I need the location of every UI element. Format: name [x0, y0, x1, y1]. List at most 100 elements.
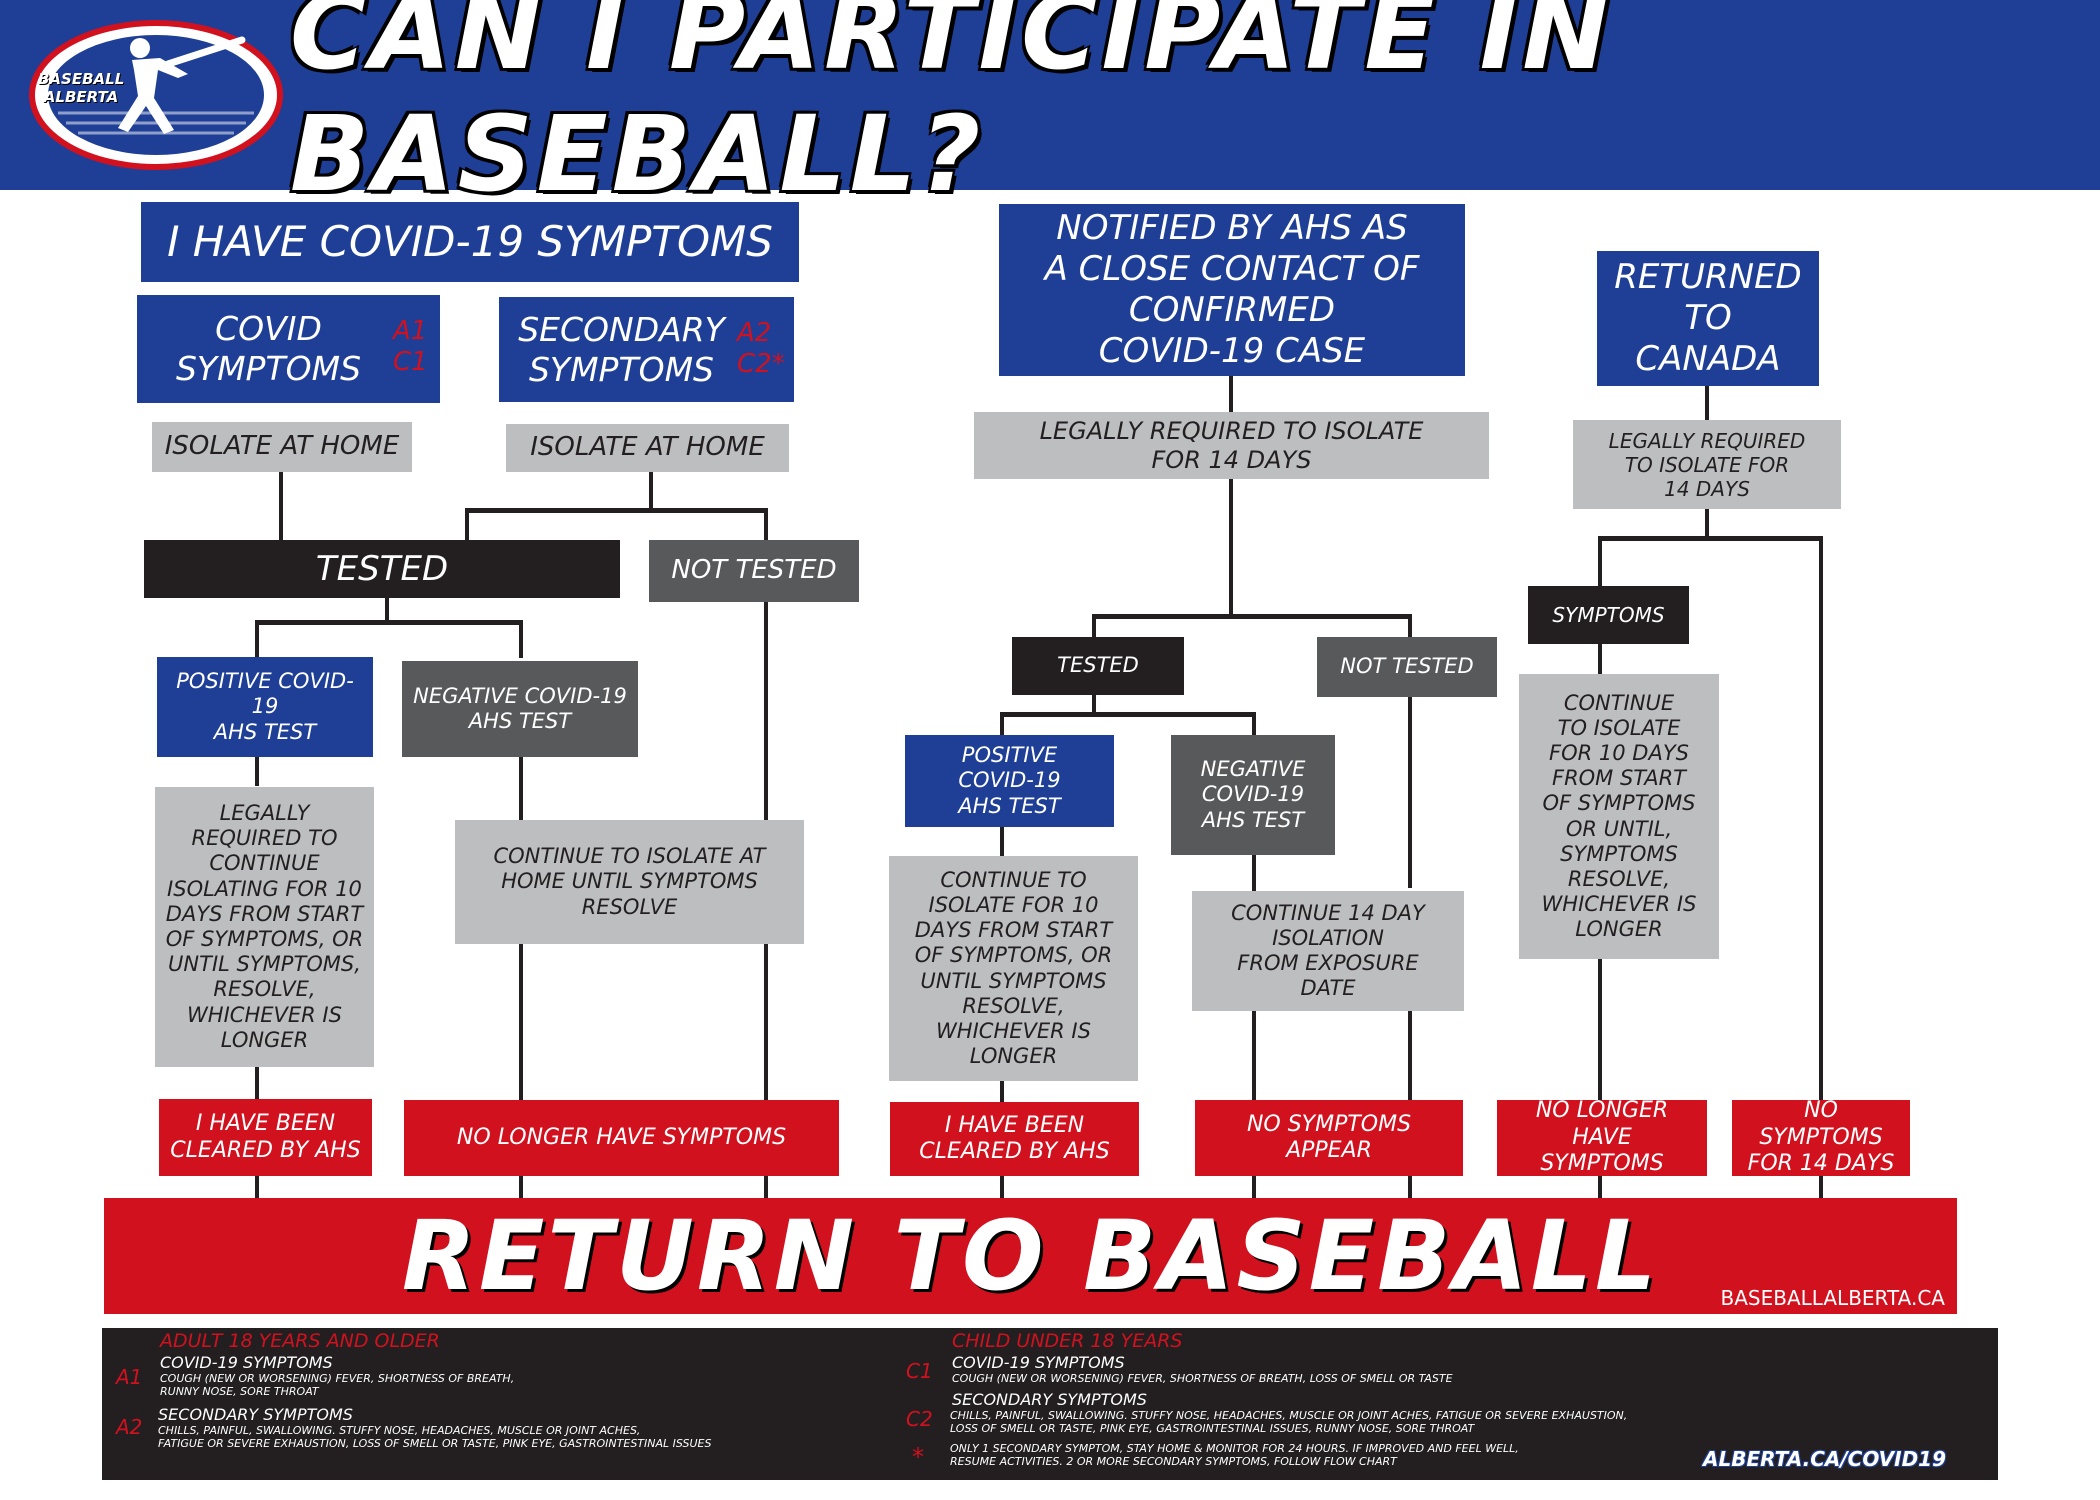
contact-tested-box: TESTED [1012, 637, 1184, 695]
contact-negative-action-box: CONTINUE 14 DAY ISOLATION FROM EXPOSURE … [1192, 891, 1464, 1011]
close-contact-heading: NOTIFIED BY AHS AS A CLOSE CONTACT OF CO… [999, 204, 1465, 376]
connector [1252, 1011, 1256, 1102]
connector [1092, 614, 1412, 619]
covid-symptoms-heading: I HAVE COVID-19 SYMPTOMS [141, 202, 799, 282]
connector [1598, 644, 1602, 674]
connector [1598, 958, 1602, 1100]
connector [255, 756, 259, 786]
connector [1252, 1175, 1256, 1199]
connector [764, 508, 768, 540]
connector [279, 470, 283, 540]
negative-test-box: NEGATIVE COVID-19 AHS TEST [402, 661, 638, 757]
returned-to-canada-heading: RETURNED TO CANADA [1597, 251, 1819, 386]
connector [1819, 536, 1823, 1100]
connector [1408, 1175, 1412, 1199]
connector [519, 756, 523, 821]
c1-text: COUGH (NEW OR WORSENING) FEVER, SHORTNES… [952, 1372, 1453, 1385]
connector [764, 1175, 768, 1199]
a2-title: SECONDARY SYMPTOMS [158, 1405, 353, 1424]
tested-box: TESTED [144, 540, 620, 598]
contact-positive-action-box: CONTINUE TO ISOLATE FOR 10 DAYS FROM STA… [889, 856, 1138, 1081]
connector [385, 597, 389, 622]
symptom-legend [102, 1328, 1998, 1480]
a1-ref: A1 [116, 1365, 143, 1389]
contact-cleared-by-ahs-box: I HAVE BEEN CLEARED BY AHS [890, 1102, 1139, 1176]
connector [255, 620, 523, 625]
a2-ref: A2 [116, 1415, 143, 1439]
secondary-symptoms-refs: A2 C2* [737, 318, 785, 380]
connector [1092, 614, 1096, 638]
connector [1252, 712, 1256, 736]
not-tested-box: NOT TESTED [649, 540, 859, 602]
connector [1252, 855, 1256, 893]
header-banner [0, 0, 2100, 190]
connector [1229, 478, 1233, 616]
star-text: ONLY 1 SECONDARY SYMPTOM, STAY HOME & MO… [950, 1442, 1519, 1468]
connector [1000, 826, 1004, 856]
connector [1408, 614, 1412, 638]
connector [1408, 696, 1412, 888]
connector [465, 508, 768, 513]
c1-ref: C1 [906, 1359, 933, 1383]
connector [1598, 536, 1823, 541]
baseball-alberta-url[interactable]: BASEBALLALBERTA.CA [1720, 1286, 1945, 1310]
connector [1408, 1011, 1412, 1102]
return-to-baseball-banner [104, 1198, 1957, 1314]
connector [255, 1065, 259, 1100]
isolate-at-home-box: ISOLATE AT HOME [152, 422, 412, 472]
covid-symptoms-refs: A1 C1 [393, 316, 428, 378]
c1-title: COVID-19 SYMPTOMS [952, 1353, 1125, 1372]
connector [1092, 694, 1096, 714]
connector [1819, 1175, 1823, 1199]
baseball-alberta-logo [28, 18, 284, 172]
connector [1705, 385, 1709, 420]
contact-negative-test-box: NEGATIVE COVID-19 AHS TEST [1171, 735, 1335, 855]
connector [1598, 1175, 1602, 1199]
returned-symptoms-action-box: CONTINUE TO ISOLATE FOR 10 DAYS FROM STA… [1519, 674, 1719, 959]
no-symptoms-14-days-box: NO SYMPTOMS FOR 14 DAYS [1732, 1098, 1910, 1176]
connector [519, 943, 523, 1100]
c2-title: SECONDARY SYMPTOMS [952, 1390, 1147, 1409]
secondary-symptoms-box: SECONDARY SYMPTOMS [499, 297, 794, 402]
connector [1229, 376, 1233, 416]
connector [1705, 508, 1709, 538]
positive-action-box: LEGALLY REQUIRED TO CONTINUE ISOLATING F… [155, 787, 374, 1067]
logo-text-baseball: BASEBALL [38, 70, 125, 88]
connector [255, 1175, 259, 1199]
contact-no-symptoms-appear-box: NO SYMPTOMS APPEAR [1195, 1100, 1463, 1176]
contact-not-tested-box: NOT TESTED [1317, 637, 1497, 697]
negative-action-box: CONTINUE TO ISOLATE AT HOME UNTIL SYMPTO… [455, 820, 804, 944]
c2-ref: C2 [906, 1407, 933, 1431]
connector [519, 1175, 523, 1199]
connector [519, 620, 523, 658]
a2-text: CHILLS, PAINFUL, SWALLOWING. STUFFY NOSE… [158, 1424, 712, 1450]
connector [465, 508, 469, 540]
connector [255, 620, 259, 658]
alberta-covid-url[interactable]: ALBERTA.CA/COVID19 [1703, 1447, 1946, 1471]
positive-test-box: POSITIVE COVID-19 AHS TEST [157, 657, 373, 757]
covid-symptoms-box: COVID SYMPTOMS [137, 295, 440, 403]
no-longer-have-symptoms-box: NO LONGER HAVE SYMPTOMS [404, 1100, 839, 1176]
contact-isolate-box: LEGALLY REQUIRED TO ISOLATE FOR 14 DAYS [974, 412, 1489, 479]
a1-title: COVID-19 SYMPTOMS [160, 1353, 333, 1372]
returned-no-longer-have-symptoms-box: NO LONGER HAVE SYMPTOMS [1497, 1098, 1707, 1176]
connector [1000, 1175, 1004, 1199]
connector [1000, 712, 1256, 717]
star-ref: * [912, 1443, 924, 1471]
isolate-at-home-box: ISOLATE AT HOME [506, 424, 789, 472]
contact-positive-test-box: POSITIVE COVID-19 AHS TEST [905, 735, 1114, 827]
connector [649, 470, 653, 510]
returned-symptoms-box: SYMPTOMS [1528, 586, 1689, 644]
logo-text-alberta: ALBERTA [43, 88, 119, 106]
return-to-baseball-text: RETURN TO BASEBALL [401, 1200, 1660, 1312]
page-title: CAN I PARTICIPATE IN BASEBALL? [290, 0, 1614, 215]
child-heading: CHILD UNDER 18 YEARS [952, 1330, 1183, 1352]
connector [1598, 536, 1602, 586]
connector [1000, 712, 1004, 736]
a1-text: COUGH (NEW OR WORSENING) FEVER, SHORTNES… [160, 1372, 515, 1398]
c2-text: CHILLS, PAINFUL, SWALLOWING. STUFFY NOSE… [950, 1409, 1628, 1435]
cleared-by-ahs-box: I HAVE BEEN CLEARED BY AHS [159, 1099, 372, 1176]
connector [1000, 1080, 1004, 1102]
adult-heading: ADULT 18 YEARS AND OLDER [160, 1330, 440, 1352]
returned-isolate-box: LEGALLY REQUIRED TO ISOLATE FOR 14 DAYS [1573, 420, 1841, 509]
